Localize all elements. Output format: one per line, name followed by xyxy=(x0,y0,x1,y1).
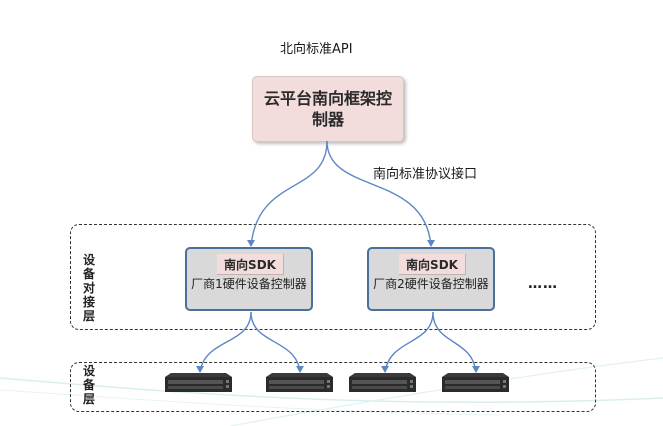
arrow-cloud-to-vendor2 xyxy=(326,140,432,247)
layer-char: 层 xyxy=(82,392,95,406)
layer-char: 对 xyxy=(82,281,95,295)
arrowhead xyxy=(196,366,204,373)
vendor2-controller-label: 厂商2硬件设备控制器 xyxy=(373,277,489,291)
cloud-controller-box: 云平台南向框架控制器 xyxy=(252,76,404,142)
south-interface-label: 南向标准协议接口 xyxy=(373,167,478,182)
arrow-vendor1-to-switch1 xyxy=(199,311,252,373)
network-switch-icon xyxy=(442,373,509,392)
vendor2-sdk-badge: 南向SDK xyxy=(399,254,466,275)
arrow-vendor2-to-switch3 xyxy=(384,311,434,373)
arrowhead xyxy=(296,366,304,373)
vendor2-controller-box: 南向SDK 厂商2硬件设备控制器 xyxy=(367,247,495,311)
network-switch-icon xyxy=(349,373,416,392)
device-connection-layer-label: 设 备 对 接 层 xyxy=(82,253,96,323)
vendor1-controller-label: 厂商1硬件设备控制器 xyxy=(191,277,307,291)
arrow-cloud-to-vendor1 xyxy=(250,140,328,247)
cloud-controller-label: 云平台南向框架控制器 xyxy=(263,89,392,129)
arrow-vendor1-to-switch2 xyxy=(250,311,301,373)
network-switch-icon xyxy=(266,373,333,392)
layer-char: 备 xyxy=(82,378,95,392)
more-vendors-ellipsis: …… xyxy=(528,276,558,292)
vendor1-sdk-badge: 南向SDK xyxy=(217,254,284,275)
arrow-vendor2-to-switch4 xyxy=(432,311,477,373)
layer-char: 设 xyxy=(82,253,95,267)
layer-char: 层 xyxy=(82,309,95,323)
arrowhead xyxy=(472,366,480,373)
north-api-label: 北向标准API xyxy=(280,42,353,57)
arrowhead xyxy=(381,366,389,373)
arrowhead xyxy=(427,240,435,247)
device-connection-layer-box xyxy=(70,224,596,330)
layer-char: 接 xyxy=(82,295,95,309)
network-switch-icon xyxy=(165,373,232,392)
vendor1-controller-box: 南向SDK 厂商1硬件设备控制器 xyxy=(185,247,313,311)
device-layer-label: 设 备 层 xyxy=(82,364,96,406)
device-layer-box xyxy=(70,362,596,412)
layer-char: 备 xyxy=(82,267,95,281)
layer-char: 设 xyxy=(82,364,95,378)
arrowhead xyxy=(247,240,255,247)
